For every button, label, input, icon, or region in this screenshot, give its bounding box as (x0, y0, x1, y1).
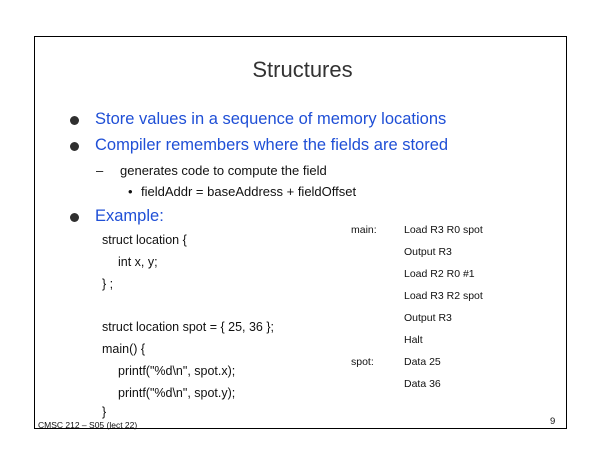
code-line: printf("%d\n", spot.y); (118, 386, 236, 400)
page-number: 9 (550, 416, 556, 427)
asm-line: Output R3 (404, 312, 452, 324)
bullet-text: Example: (95, 207, 164, 225)
code-line: printf("%d\n", spot.x); (118, 364, 236, 378)
code-line: struct location { (102, 233, 187, 247)
asm-line: Load R2 R0 #1 (404, 268, 475, 280)
sub-sub-bullet-text: fieldAddr = baseAddress + fieldOffset (141, 184, 357, 199)
bullet-text: Compiler remembers where the fields are … (95, 136, 449, 154)
code-line: int x, y; (118, 255, 158, 269)
asm-line: Data 36 (404, 378, 441, 390)
code-line: } (102, 405, 107, 419)
asm-label: main: (351, 224, 377, 236)
code-line: } ; (102, 277, 114, 291)
bullet-dot-icon (70, 116, 79, 125)
bullet-dot-icon (70, 142, 79, 151)
footer-course-label: CMSC 212 – S05 (lect 22) (38, 420, 138, 430)
slide-frame (34, 36, 567, 429)
sub-bullet-dash: – (96, 163, 104, 178)
code-line: struct location spot = { 25, 36 }; (102, 320, 274, 334)
bullet-text: Store values in a sequence of memory loc… (95, 110, 447, 128)
asm-line: Data 25 (404, 356, 441, 368)
asm-line: Halt (404, 334, 423, 346)
asm-line: Load R3 R0 spot (404, 224, 483, 236)
code-line: main() { (102, 342, 146, 356)
bullet-dot-icon (70, 213, 79, 222)
sub-bullet-text: generates code to compute the field (120, 163, 327, 178)
asm-line: Output R3 (404, 246, 452, 258)
asm-label: spot: (351, 356, 374, 368)
asm-line: Load R3 R2 spot (404, 290, 483, 302)
slide-title: Structures (252, 57, 353, 82)
sub-sub-bullet-dot: • (128, 184, 133, 199)
